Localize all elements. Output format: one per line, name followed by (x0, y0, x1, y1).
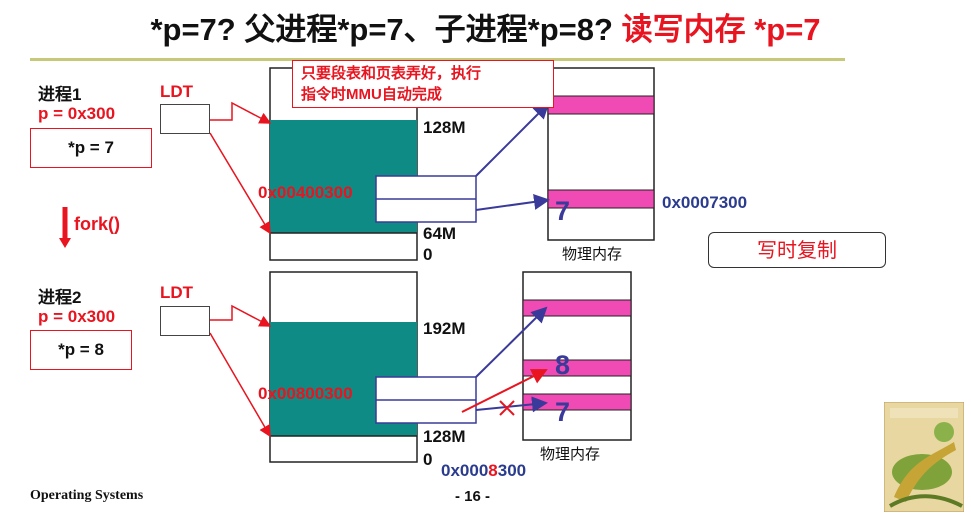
process2-phys-label: 物理内存 (540, 446, 601, 463)
title-divider (30, 58, 845, 61)
process2-seg-addr: 0x00800300 (258, 384, 353, 403)
process2-phys-value-old: 7 (555, 397, 571, 427)
process1-ldt-label: LDT (160, 82, 194, 101)
process1-phys-label: 物理内存 (562, 246, 623, 263)
process2-ldt-label: LDT (160, 283, 194, 302)
process1-top-label: 128M (423, 118, 466, 137)
phys-addr-digit: 8 (488, 461, 498, 480)
process1-name: 进程1 (38, 85, 82, 104)
process2-top-label: 192M (423, 319, 466, 338)
title-answer: 读写内存 *p=7 (621, 12, 821, 47)
process1-zero-label: 0 (423, 245, 433, 264)
process2-value-box: *p = 8 (30, 330, 132, 370)
process2-name: 进程2 (38, 288, 82, 307)
process1-value-box: *p = 7 (30, 128, 152, 168)
phys-addr-suffix: 300 (497, 461, 527, 480)
phys-page-2c (522, 393, 632, 411)
slide-title: *p=7? 父进程*p=7、子进程*p=8? 读写内存 *p=7 (0, 4, 971, 49)
footer-course-name: Operating Systems (30, 488, 144, 503)
process2-phys-value-new: 8 (555, 350, 571, 380)
callout-line-2: 指令时MMU自动完成 (301, 86, 442, 103)
dinosaur-book-icon (884, 402, 964, 512)
fork-label: fork() (74, 214, 120, 234)
process2-ldt-box (160, 306, 210, 336)
physical-memory-2 (522, 271, 632, 441)
process2-bottom-label: 128M (423, 427, 466, 446)
process2-zero-label: 0 (423, 450, 433, 469)
process1-pointer: p = 0x300 (38, 104, 116, 123)
process2-phys-addr: 0x0008300 (441, 461, 526, 481)
callout-line-1: 只要段表和页表弄好，执行 (301, 65, 482, 82)
copy-on-write-button[interactable]: 写时复制 (708, 232, 886, 268)
process1-bottom-label: 64M (423, 224, 457, 243)
process1-seg-addr: 0x00400300 (258, 183, 353, 202)
phys-page-2b (522, 359, 632, 377)
process2-pointer: p = 0x300 (38, 307, 116, 326)
process1-phys-addr: 0x0007300 (662, 193, 748, 212)
phys-page-1a (547, 95, 655, 115)
phys-addr-prefix: 0x000 (441, 461, 489, 480)
process1-phys-value: 7 (555, 196, 571, 226)
title-question: *p=7? 父进程*p=7、子进程*p=8? (150, 12, 613, 47)
footer-page-number: - 16 - (455, 488, 491, 505)
mmu-callout: 只要段表和页表弄好，执行 指令时MMU自动完成 (292, 60, 554, 108)
phys-page-2a (522, 299, 632, 317)
process1-ldt-box (160, 104, 210, 134)
